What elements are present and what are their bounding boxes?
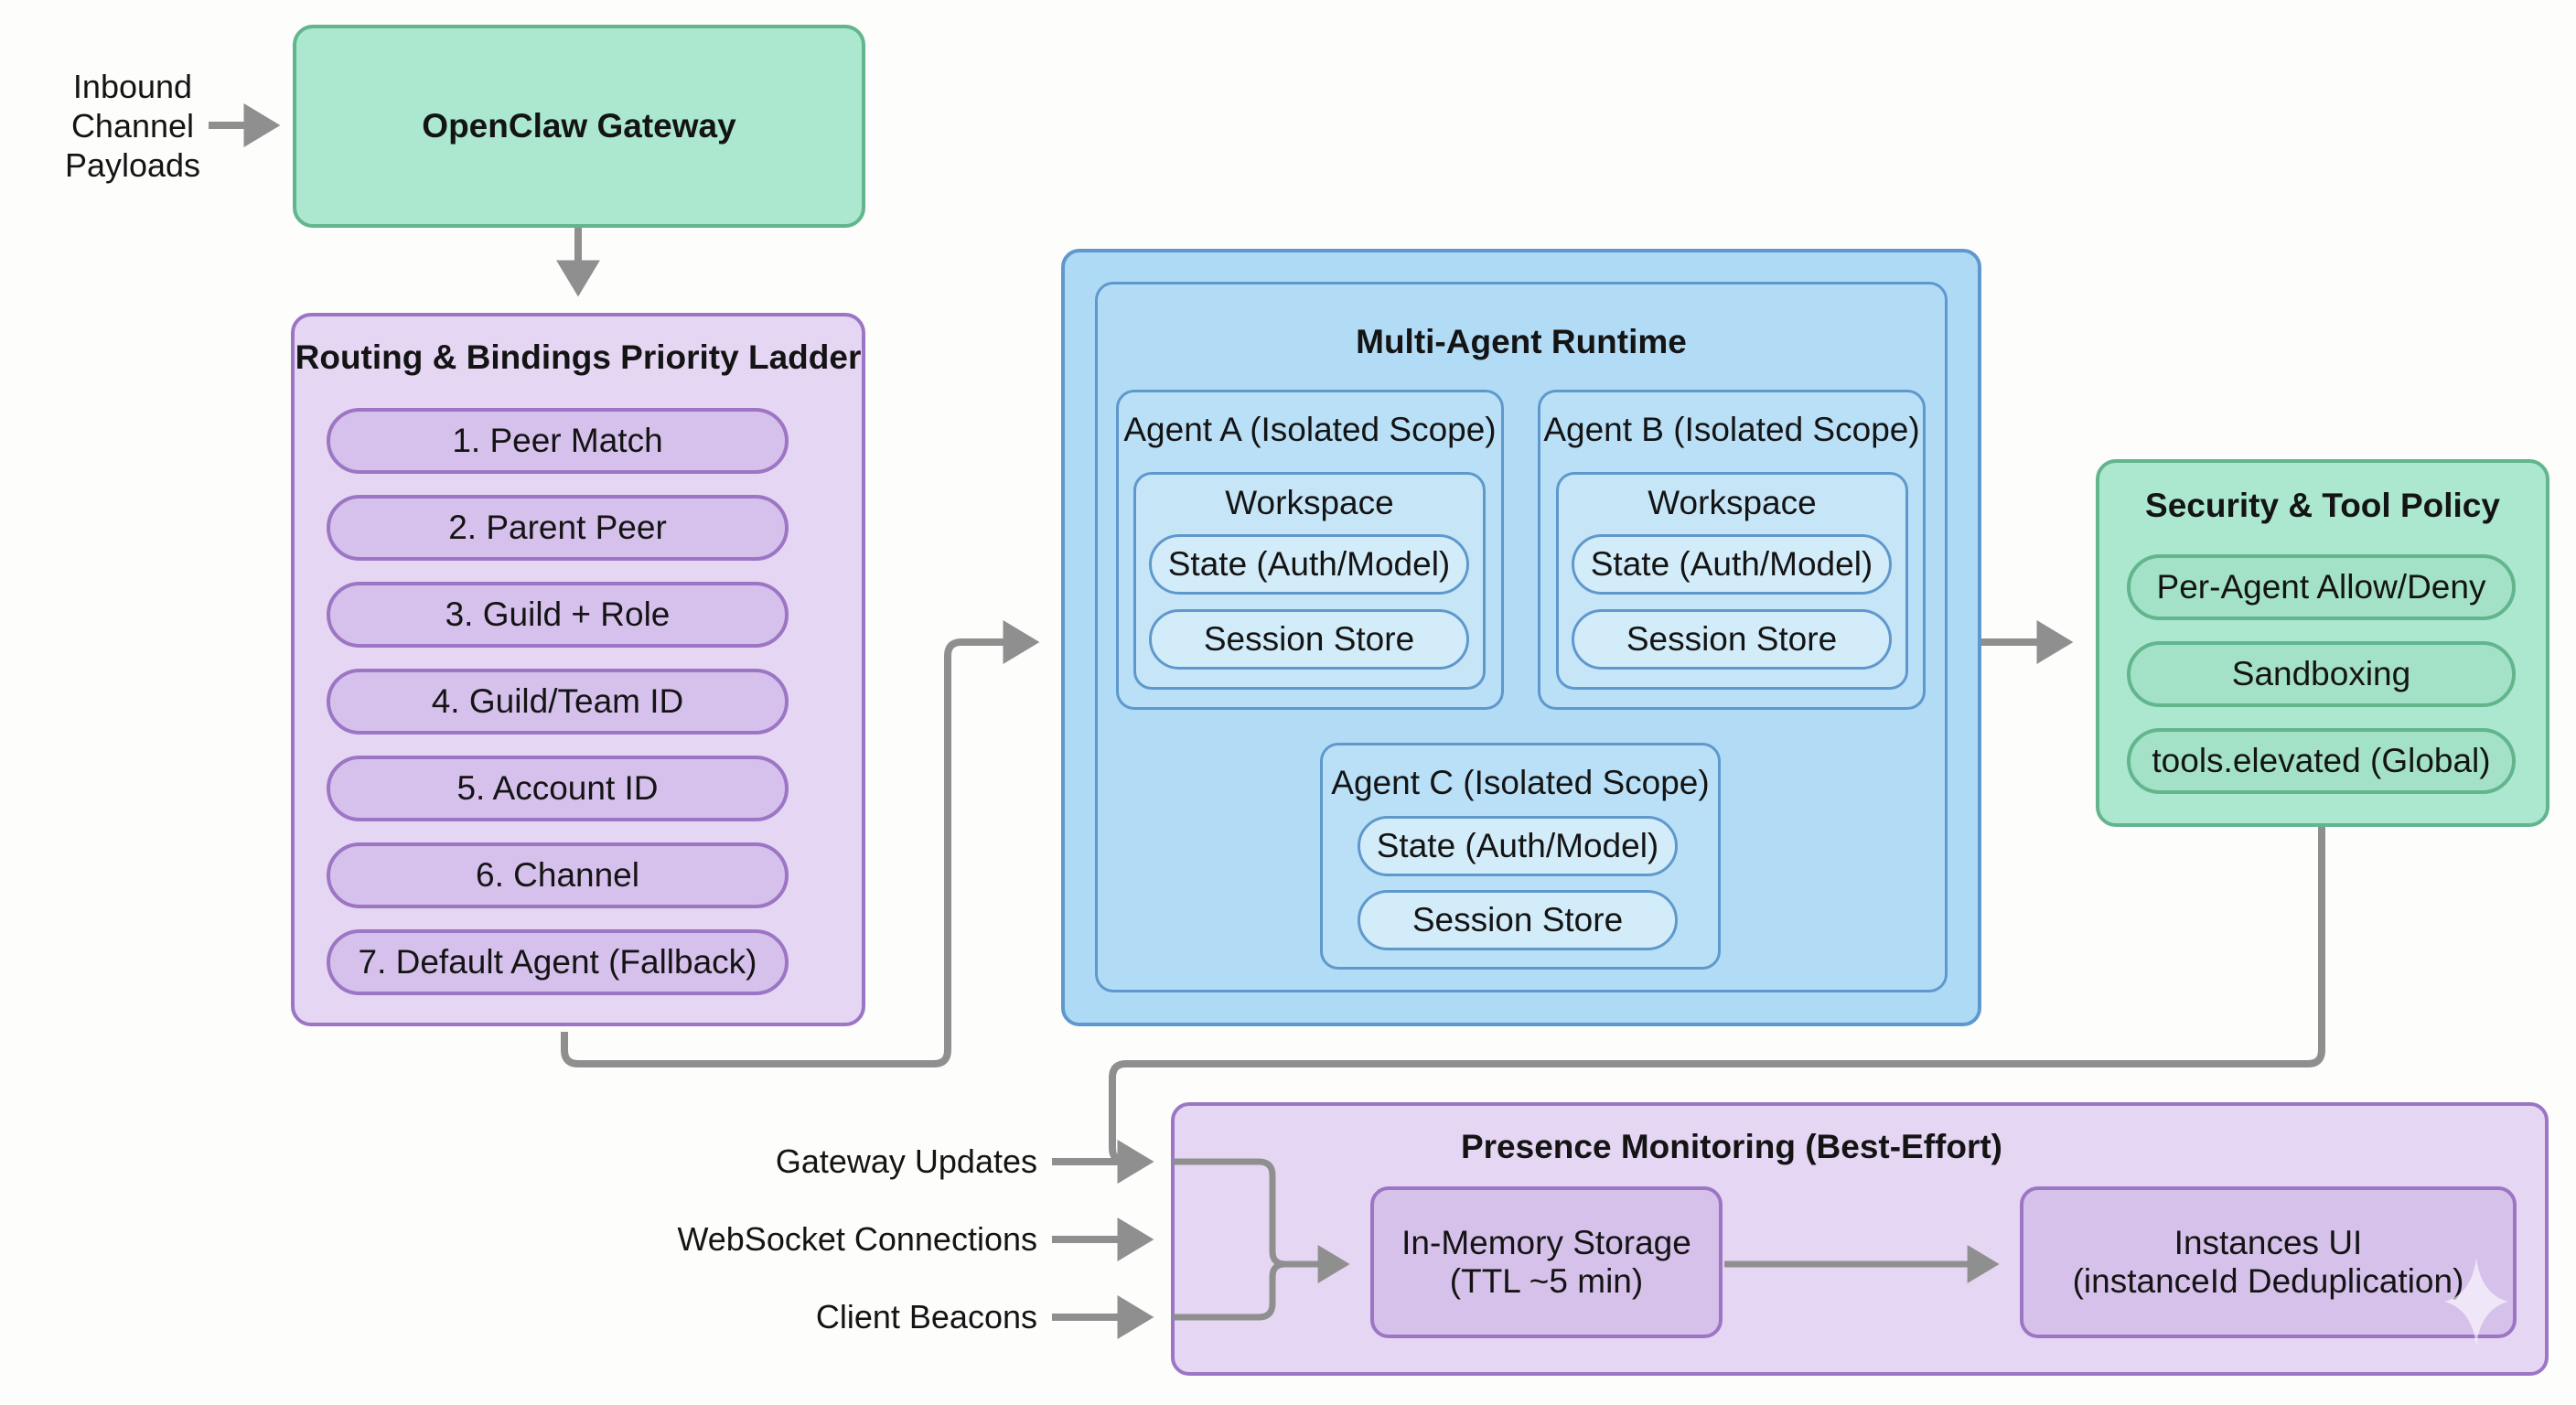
runtime-title: Multi-Agent Runtime [1356,323,1687,360]
agent-b-state[interactable]: State (Auth/Model) [1572,534,1892,595]
agent-b-session[interactable]: Session Store [1572,609,1892,670]
routing-step[interactable]: 1. Peer Match [327,408,789,474]
inbound-label: Inbound Channel Payloads [64,68,201,184]
agent-c-state[interactable]: State (Auth/Model) [1358,816,1678,876]
routing-step[interactable]: 4. Guild/Team ID [327,669,789,735]
routing-step[interactable]: 3. Guild + Role [327,582,789,648]
agent-a-workspace-label: Workspace [1225,484,1394,521]
routing-step[interactable]: 6. Channel [327,842,789,908]
gateway-title: OpenClaw Gateway [422,107,736,145]
security-item-sandboxing[interactable]: Sandboxing [2127,641,2516,707]
agent-a-session[interactable]: Session Store [1149,609,1469,670]
in-memory-storage-box[interactable]: In-Memory Storage (TTL ~5 min) [1370,1186,1723,1338]
routing-step[interactable]: 5. Account ID [327,756,789,821]
sparkle-icon [2444,1258,2508,1346]
routing-step[interactable]: 2. Parent Peer [327,495,789,561]
gateway-box[interactable]: OpenClaw Gateway [293,25,865,228]
instances-line1: Instances UI [2174,1224,2363,1261]
agent-b-workspace-label: Workspace [1648,484,1817,521]
agent-c-session[interactable]: Session Store [1358,890,1678,950]
security-title: Security & Tool Policy [2145,487,2500,524]
input-client-beacons: Client Beacons [815,1298,1037,1335]
instances-ui-box[interactable]: Instances UI (instanceId Deduplication) [2020,1186,2517,1338]
presence-title: Presence Monitoring (Best-Effort) [1460,1128,2003,1165]
agent-c-title: Agent C (Isolated Scope) [1331,764,1710,801]
instances-line2: (instanceId Deduplication) [2072,1262,2464,1300]
security-item-allow-deny[interactable]: Per-Agent Allow/Deny [2127,554,2516,620]
routing-step[interactable]: 7. Default Agent (Fallback) [327,929,789,995]
routing-title: Routing & Bindings Priority Ladder [295,338,862,376]
storage-line1: In-Memory Storage [1401,1224,1691,1261]
storage-line2: (TTL ~5 min) [1449,1262,1644,1300]
agent-a-title: Agent A (Isolated Scope) [1123,411,1497,448]
agent-a-state[interactable]: State (Auth/Model) [1149,534,1469,595]
security-item-tools-elevated[interactable]: tools.elevated (Global) [2127,728,2516,794]
input-websocket-connections: WebSocket Connections [677,1220,1037,1258]
agent-b-title: Agent B (Isolated Scope) [1543,411,1920,448]
input-gateway-updates: Gateway Updates [775,1142,1037,1180]
